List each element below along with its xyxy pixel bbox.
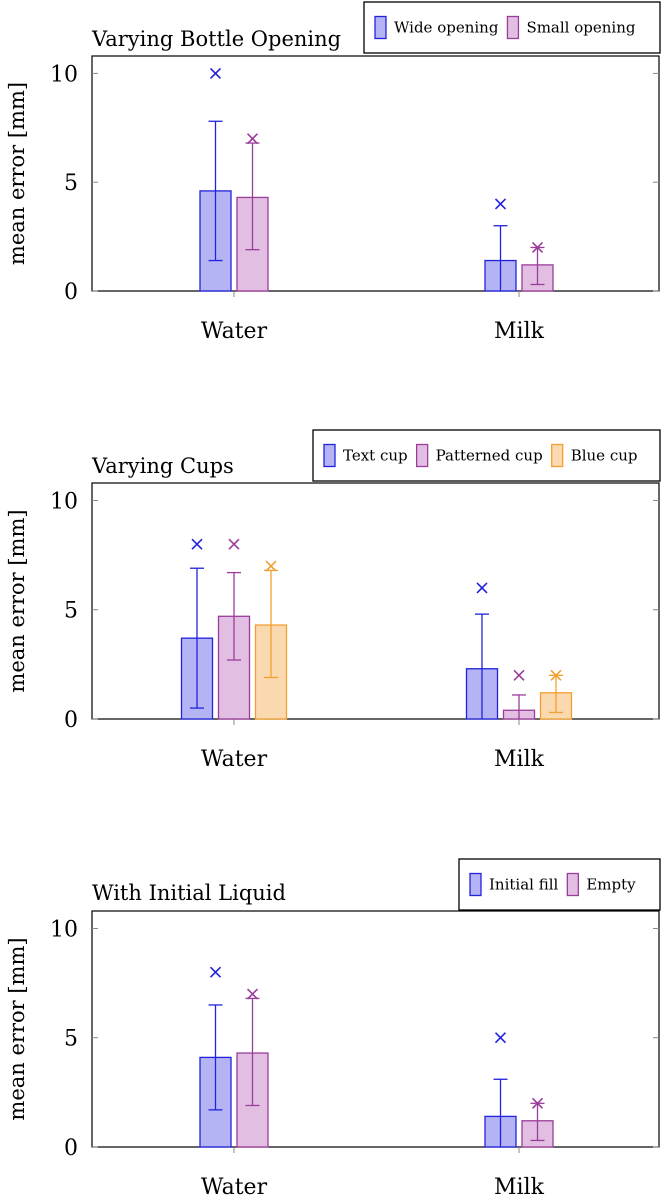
y-tick-label: 10 — [50, 917, 78, 942]
max-marker — [531, 241, 544, 254]
max-marker — [209, 67, 222, 79]
y-tick-label: 0 — [64, 708, 78, 733]
legend-swatch — [374, 15, 387, 40]
legend-label: Blue cup — [571, 447, 638, 465]
chart-title: Varying Bottle Opening — [91, 27, 341, 51]
legend-swatch — [469, 872, 482, 897]
legend: Initial fill Empty — [458, 858, 661, 911]
max-marker — [494, 1032, 507, 1044]
legend-swatch — [415, 443, 429, 468]
y-axis-label: mean error [mm] — [5, 82, 29, 265]
legend-label: Small opening — [526, 19, 635, 37]
y-tick-label: 5 — [64, 171, 78, 196]
max-marker — [550, 669, 562, 681]
y-tick-label: 10 — [50, 489, 78, 514]
y-axis-label: mean error [mm] — [5, 937, 29, 1120]
plot-frame — [91, 910, 660, 1148]
x-tick-label: Milk — [494, 747, 545, 772]
x-tick-label: Water — [201, 747, 268, 772]
x-tick-label: Milk — [494, 319, 545, 344]
legend-label: Wide opening — [394, 19, 499, 37]
y-tick-label: 0 — [64, 1136, 78, 1161]
max-marker — [228, 538, 240, 550]
legend-swatch — [506, 15, 520, 40]
legend-box — [458, 858, 661, 911]
max-marker — [476, 582, 488, 594]
legend: Wide opening Small opening — [363, 1, 661, 54]
legend-label: Initial fill — [489, 876, 559, 894]
chart-title: With Initial Liquid — [92, 881, 286, 905]
legend-label: Text cup — [343, 447, 408, 465]
plot-frame — [91, 55, 660, 292]
y-tick-label: 10 — [50, 62, 78, 87]
max-marker — [246, 133, 259, 145]
y-tick-label: 0 — [64, 280, 78, 305]
max-marker — [191, 538, 203, 550]
x-tick-label: Water — [201, 319, 268, 344]
x-tick-label: Milk — [494, 1175, 545, 1197]
max-marker — [209, 966, 222, 978]
legend-swatch — [323, 443, 336, 468]
y-tick-label: 5 — [64, 599, 78, 624]
legend-box — [312, 429, 661, 482]
legend-label: Patterned cup — [436, 447, 543, 465]
legend-label: Empty — [586, 876, 636, 894]
max-marker — [531, 1097, 544, 1109]
y-tick-label: 5 — [64, 1027, 78, 1052]
max-marker — [246, 988, 259, 1000]
chart-title: Varying Cups — [91, 454, 234, 478]
max-marker — [494, 198, 507, 210]
y-axis-label: mean error [mm] — [5, 509, 29, 692]
max-marker — [265, 560, 277, 572]
legend: Text cup Patterned cup Blue cup — [312, 429, 661, 482]
legend-swatch — [566, 872, 579, 897]
x-tick-label: Water — [201, 1175, 268, 1197]
max-marker — [513, 669, 525, 681]
legend-swatch — [551, 443, 564, 468]
plot-frame — [91, 482, 660, 720]
